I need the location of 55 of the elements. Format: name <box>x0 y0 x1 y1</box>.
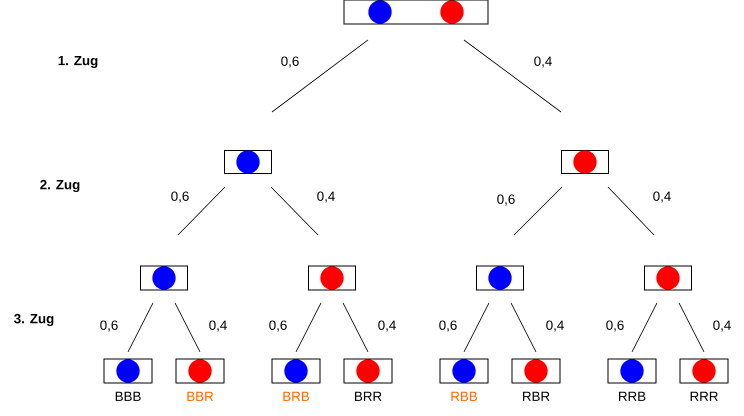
outcome-label: BBB <box>116 392 141 401</box>
ball <box>524 359 548 383</box>
branch-line <box>632 302 658 352</box>
ball <box>284 359 308 383</box>
edge-label: 0,4 <box>376 319 398 333</box>
branch-line <box>678 302 704 352</box>
branch-line <box>272 40 368 112</box>
edge-label: 0,4 <box>651 190 673 204</box>
ball <box>452 359 476 383</box>
edge-label: 0,6 <box>267 319 289 333</box>
ball <box>368 0 392 24</box>
edge-label: 0,6 <box>437 319 459 333</box>
ball <box>620 359 644 383</box>
branch-line <box>178 186 226 236</box>
branch-line <box>174 302 200 352</box>
row-label: 1. Zug <box>58 56 98 68</box>
row-label: 2. Zug <box>40 180 80 192</box>
ball <box>573 150 597 174</box>
outcome-label: RBR <box>523 392 550 401</box>
branch-line <box>464 40 562 112</box>
edge-label: 0,4 <box>711 319 733 333</box>
ball <box>488 266 512 290</box>
ball <box>320 266 344 290</box>
ball <box>188 359 212 383</box>
branch-line <box>514 186 562 236</box>
ball <box>692 359 716 383</box>
edge-label: 0,6 <box>604 319 626 333</box>
edge-label: 0,6 <box>495 193 517 207</box>
edge-label: 0,6 <box>98 319 120 333</box>
edge-label: 0,4 <box>532 55 554 69</box>
branch-line <box>296 302 322 352</box>
edge-label: 0,4 <box>315 190 337 204</box>
edge-label: 0,4 <box>207 319 229 333</box>
outcome-label: RRB <box>619 392 646 401</box>
ball <box>152 266 176 290</box>
edge-label: 0,6 <box>279 55 301 69</box>
branch-line <box>342 302 368 352</box>
outcome-label: BBR <box>187 392 214 401</box>
outcome-label: BRR <box>355 392 382 401</box>
row-label: 3. Zug <box>14 314 54 326</box>
outcome-label: BRB <box>283 392 309 401</box>
branch-line <box>128 302 154 352</box>
edge-label: 0,4 <box>544 319 566 333</box>
outcome-label: RBB <box>451 392 477 401</box>
outcome-label: RRR <box>690 392 718 401</box>
ball <box>656 266 680 290</box>
ball <box>236 150 260 174</box>
branch-line <box>510 302 536 352</box>
ball <box>440 0 464 24</box>
ball <box>356 359 380 383</box>
edge-label: 0,6 <box>169 190 191 204</box>
branch-line <box>608 186 654 236</box>
branch-line <box>270 186 318 236</box>
branch-line <box>464 302 490 352</box>
ball <box>116 359 140 383</box>
